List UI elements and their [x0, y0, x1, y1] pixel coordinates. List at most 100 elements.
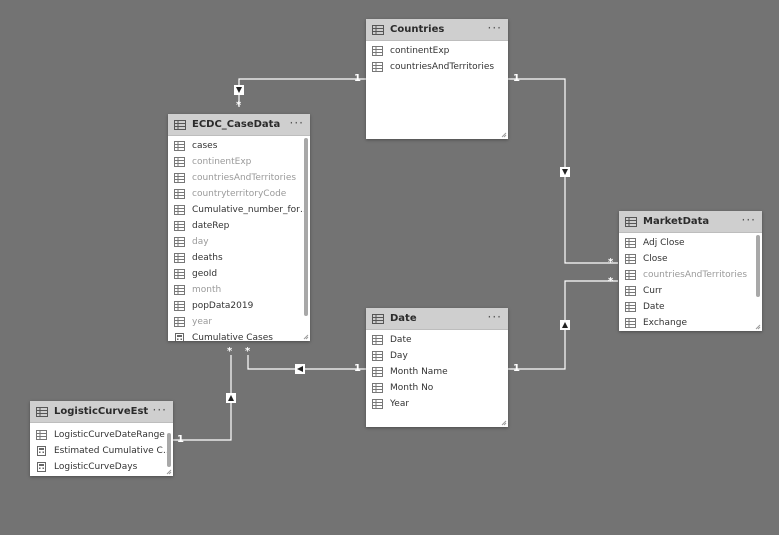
field-label: LogisticCurveDateRange — [54, 430, 165, 440]
field-grid-icon — [174, 285, 185, 295]
field-row[interactable]: month — [168, 282, 310, 298]
table-title: MarketData — [643, 216, 710, 227]
resize-grip-icon[interactable] — [755, 324, 761, 330]
field-label: geoId — [192, 269, 218, 279]
field-grid-icon — [174, 205, 185, 215]
field-row[interactable]: Date — [619, 299, 762, 315]
field-row[interactable]: Cumulative Cases — [168, 330, 310, 341]
field-label: Curr — [643, 286, 663, 296]
field-row[interactable]: continentExp — [168, 154, 310, 170]
field-label: countryterritoryCode — [192, 189, 287, 199]
relationship-line-logistic-ecdc[interactable] — [173, 355, 232, 441]
table-icon — [36, 406, 48, 417]
table-menu-ellipsis-icon[interactable]: ··· — [487, 309, 502, 324]
field-row[interactable]: year — [168, 314, 310, 330]
table-header-countries[interactable]: Countries ··· — [366, 19, 508, 41]
filter-direction-arrow-icon — [560, 320, 570, 330]
field-label: day — [192, 237, 209, 247]
table-header-logisticcurveest[interactable]: LogisticCurveEst ··· — [30, 401, 173, 423]
field-row[interactable]: LogisticCurveDateRange — [30, 427, 173, 443]
filter-direction-arrow-icon — [295, 364, 305, 374]
field-row[interactable]: countryterritoryCode — [168, 186, 310, 202]
field-row[interactable]: popData2019 — [168, 298, 310, 314]
field-grid-icon — [625, 302, 636, 312]
field-grid-icon — [174, 253, 185, 263]
field-label: countriesAndTerritories — [390, 62, 495, 72]
field-grid-icon — [625, 270, 636, 280]
field-label: cases — [192, 141, 218, 151]
field-label: Cumulative_number_for_... — [192, 205, 310, 215]
table-card-logisticcurveest[interactable]: LogisticCurveEst ··· LogisticCurveDateRa… — [30, 401, 173, 476]
scrollbar[interactable] — [756, 235, 760, 297]
resize-grip-icon[interactable] — [501, 132, 507, 138]
field-row[interactable]: day — [168, 234, 310, 250]
table-icon — [174, 119, 186, 130]
field-row[interactable]: Adj Close — [619, 235, 762, 251]
table-icon — [372, 313, 384, 324]
field-row[interactable]: deaths — [168, 250, 310, 266]
resize-grip-icon[interactable] — [501, 420, 507, 426]
field-label: Day — [390, 351, 408, 361]
cardinality-many-date-ecdc: * — [245, 346, 251, 357]
table-card-countries[interactable]: Countries ··· continentExp countriesAndTe… — [366, 19, 508, 139]
field-grid-icon — [625, 238, 636, 248]
filter-direction-arrow-icon — [234, 85, 244, 95]
field-grid-icon — [625, 254, 636, 264]
field-grid-icon — [625, 286, 636, 296]
field-row[interactable]: LogisticCurveDays — [30, 459, 173, 475]
table-title: Date — [390, 313, 417, 324]
table-header-marketdata[interactable]: MarketData ··· — [619, 211, 762, 233]
field-row[interactable]: Curr — [619, 283, 762, 299]
relationship-line-date-ecdc[interactable] — [247, 355, 366, 370]
table-header-date[interactable]: Date ··· — [366, 308, 508, 330]
table-title: LogisticCurveEst — [54, 406, 149, 417]
table-menu-ellipsis-icon[interactable]: ··· — [152, 402, 167, 417]
field-label: countriesAndTerritories — [643, 270, 748, 280]
relationship-line-countries-ecdc[interactable] — [238, 78, 366, 107]
field-row[interactable]: cases — [168, 138, 310, 154]
table-title: Countries — [390, 24, 445, 35]
table-menu-ellipsis-icon[interactable]: ··· — [487, 20, 502, 35]
field-label: Date — [643, 302, 665, 312]
field-label: LogisticCurveDays — [54, 462, 138, 472]
field-row[interactable]: Day — [366, 348, 508, 364]
field-label: month — [192, 285, 222, 295]
filter-direction-arrow-icon — [226, 393, 236, 403]
field-row[interactable]: countriesAndTerritories — [168, 170, 310, 186]
field-label: deaths — [192, 253, 223, 263]
field-row[interactable]: Month No — [366, 380, 508, 396]
field-row[interactable]: Close — [619, 251, 762, 267]
resize-grip-icon[interactable] — [303, 334, 309, 340]
field-row[interactable]: Exchange — [619, 315, 762, 331]
table-menu-ellipsis-icon[interactable]: ··· — [741, 212, 756, 227]
scrollbar[interactable] — [304, 138, 308, 316]
field-row[interactable]: countriesAndTerritories — [366, 59, 508, 75]
field-grid-icon — [625, 318, 636, 328]
field-label: Adj Close — [643, 238, 685, 248]
field-row[interactable]: Date — [366, 332, 508, 348]
field-label: Estimated Cumulative Ca... — [54, 446, 173, 456]
field-label: Cumulative Cases — [192, 333, 273, 341]
field-row[interactable]: dateRep — [168, 218, 310, 234]
cardinality-many-logistic-ecdc: * — [227, 346, 233, 357]
field-grid-icon — [174, 189, 185, 199]
resize-grip-icon[interactable] — [166, 469, 172, 475]
scrollbar[interactable] — [167, 433, 171, 467]
field-grid-icon — [174, 141, 185, 151]
field-row[interactable]: continentExp — [366, 43, 508, 59]
field-row[interactable]: Month Name — [366, 364, 508, 380]
table-menu-ellipsis-icon[interactable]: ··· — [289, 115, 304, 130]
field-row[interactable]: Estimated Cumulative Ca... — [30, 443, 173, 459]
field-row[interactable]: countriesAndTerritories — [619, 267, 762, 283]
field-row[interactable]: Year — [366, 396, 508, 412]
field-grid-icon — [174, 221, 185, 231]
field-row[interactable]: Cumulative_number_for_... — [168, 202, 310, 218]
field-row[interactable]: geoId — [168, 266, 310, 282]
field-grid-icon — [174, 157, 185, 167]
table-header-ecdc-casedata[interactable]: ECDC_CaseData ··· — [168, 114, 310, 136]
cardinality-one-countries-ecdc: 1 — [354, 73, 361, 84]
